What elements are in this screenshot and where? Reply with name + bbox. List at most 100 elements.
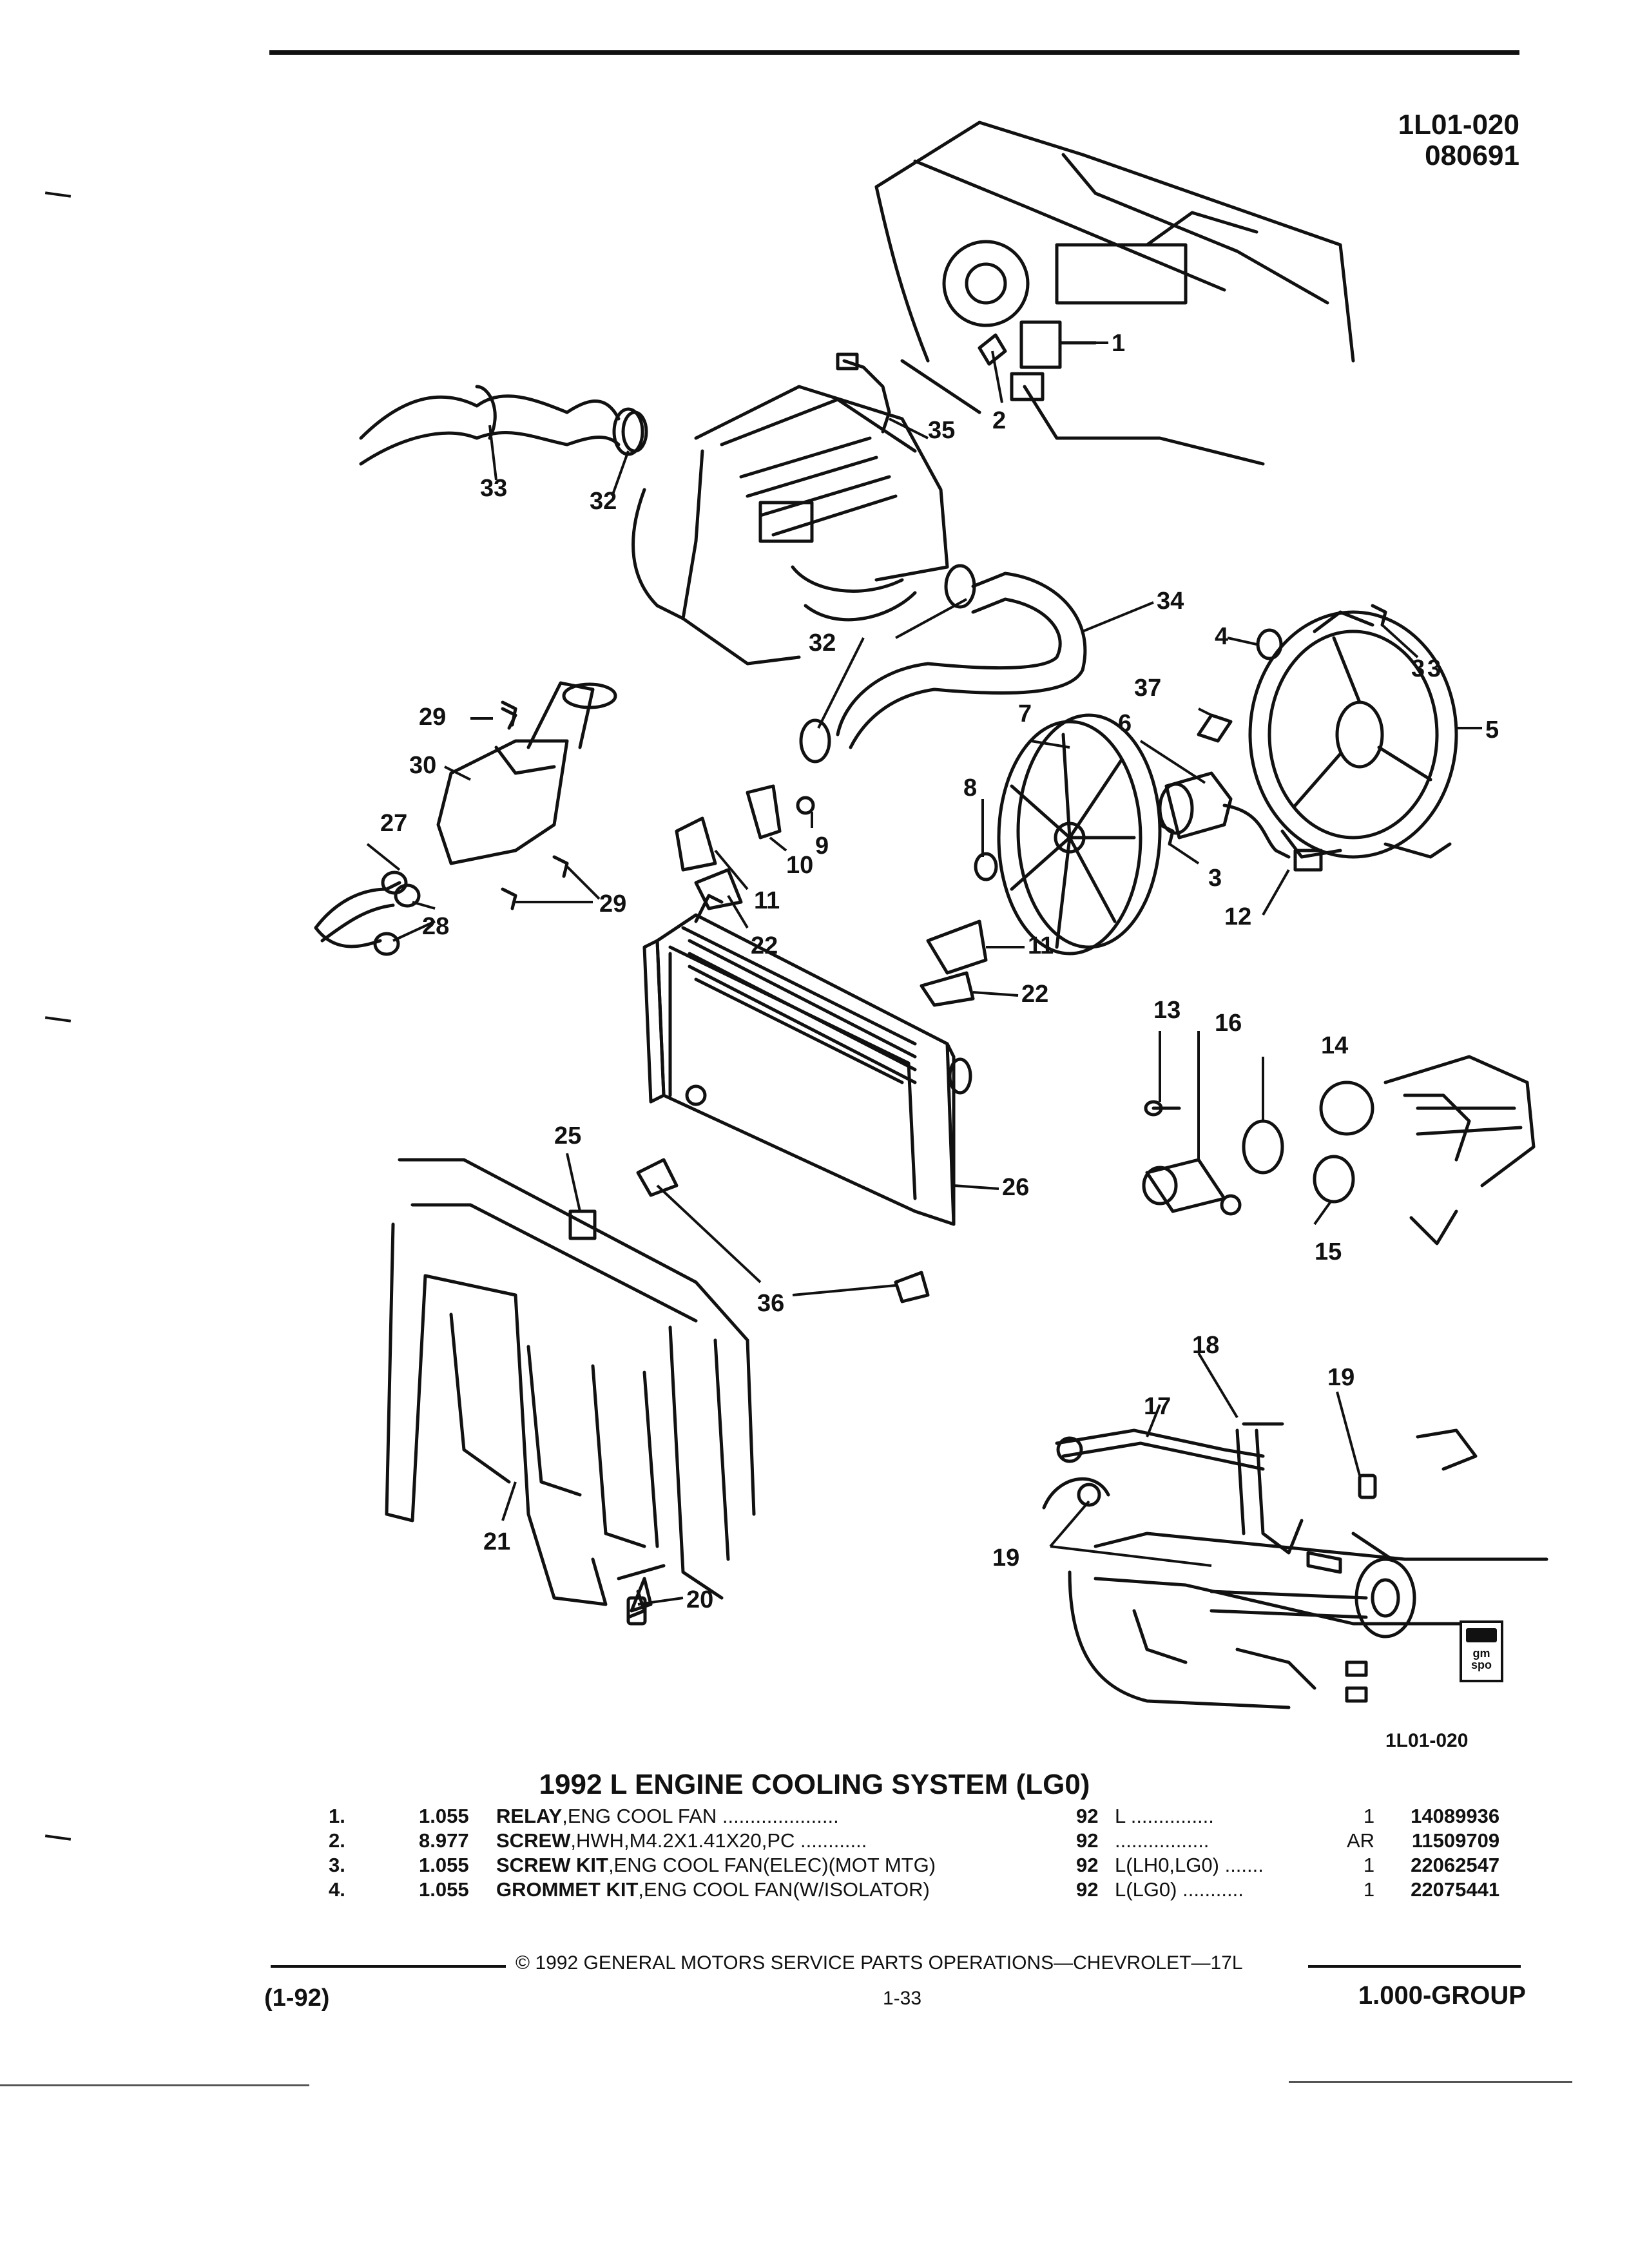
part-year: 92 — [1076, 1854, 1099, 1876]
part-group: 1.055 — [419, 1878, 469, 1901]
part-name: GROMMET KIT — [496, 1878, 639, 1901]
part-leader: ..................... — [717, 1805, 839, 1827]
header-code-block: 1L01-020 080691 — [1398, 110, 1519, 171]
fan-shroud-5 — [1248, 610, 1458, 859]
part-index: 4. — [329, 1878, 345, 1901]
part-application-code: L — [1115, 1805, 1126, 1827]
callout-25: 25 — [554, 1122, 581, 1149]
callout-5: 5 — [1485, 716, 1499, 744]
parts-row: 4. 1.055 GROMMET KIT,ENG COOL FAN(W/ISOLAT… — [329, 1878, 1499, 1902]
callout-19: 19 — [992, 1544, 1019, 1571]
header-date: 080691 — [1425, 140, 1519, 171]
part-name: SCREW — [496, 1829, 571, 1852]
callout-4: 4 — [1215, 623, 1228, 650]
footer-copyright: © 1992 GENERAL MOTORS SERVICE PARTS OPER… — [516, 1952, 1243, 1974]
part-index: 3. — [329, 1854, 345, 1876]
callout-11: 11 — [754, 887, 780, 914]
margin-mark — [44, 1834, 72, 1841]
part-quantity: 1 — [1363, 1854, 1375, 1876]
figure-code: 1L01-020 — [1385, 1730, 1469, 1751]
relay-group — [978, 320, 1097, 401]
right-brackets — [920, 919, 988, 1007]
callout-3: 3 — [1208, 865, 1222, 892]
lower-hose-33 — [799, 564, 1087, 764]
part-detail: ,ENG COOL FAN(W/ISOLATOR) — [638, 1878, 930, 1901]
part-application-code: L(LG0) — [1115, 1878, 1177, 1901]
footer-revision: (1-92) — [264, 1984, 330, 2012]
engine-block — [631, 385, 949, 666]
part-quantity: 1 — [1363, 1878, 1375, 1901]
header-code: 1L01-020 — [1398, 109, 1519, 140]
cooling-system-diagram: 1233345678910111112131415161718191920212… — [314, 120, 1548, 1709]
part-detail: ,ENG COOL FAN(ELEC)(MOT MTG) — [608, 1854, 936, 1876]
part-application-leader: ................. — [1115, 1829, 1210, 1852]
part-quantity: AR — [1347, 1829, 1375, 1852]
callout-6: 6 — [1118, 710, 1132, 737]
fan-blade-7 — [974, 713, 1162, 956]
part-application: ................. — [1115, 1829, 1347, 1853]
footer-rule-left — [271, 1965, 506, 1968]
fan-motor-6 — [1158, 713, 1323, 872]
part-quantity: 1 — [1363, 1805, 1375, 1827]
part-group: 1.055 — [419, 1854, 469, 1876]
part-name: RELAY — [496, 1805, 563, 1827]
callout-32: 32 — [809, 629, 836, 657]
part-description: RELAY,ENG COOL FAN ..................... — [496, 1804, 1076, 1829]
insulators — [568, 1158, 930, 1303]
top-rule — [269, 50, 1519, 55]
callout-37: 37 — [1134, 675, 1161, 702]
callout-27: 27 — [380, 810, 407, 837]
callout-36: 36 — [757, 1290, 784, 1317]
callout-34: 34 — [1157, 588, 1184, 615]
callout-22: 22 — [1021, 981, 1048, 1008]
sensor-35 — [836, 352, 891, 434]
logo-text: gm spo — [1470, 1647, 1492, 1671]
part-number: 14089936 — [1411, 1805, 1500, 1827]
logo-mark — [1466, 1628, 1497, 1642]
part-year: 92 — [1076, 1878, 1099, 1901]
callout-28: 28 — [422, 913, 449, 940]
callout-21: 21 — [483, 1528, 510, 1555]
part-group: 8.977 — [419, 1829, 469, 1852]
part-detail: ,ENG COOL FAN — [562, 1805, 717, 1827]
upper-hose-34 — [359, 385, 648, 466]
callout-30: 30 — [409, 752, 436, 779]
callout-9: 9 — [815, 832, 829, 860]
water-pump-transmission — [1042, 1422, 1548, 1709]
callout-18: 18 — [1192, 1332, 1219, 1359]
radiator-support-21 — [385, 1158, 756, 1613]
thermostat-group — [1142, 1055, 1536, 1245]
callout-14: 14 — [1321, 1032, 1348, 1059]
callout-10: 10 — [786, 852, 813, 879]
part-number: 22075441 — [1411, 1878, 1500, 1901]
part-group: 1.055 — [419, 1805, 469, 1827]
bolt-20 — [626, 1590, 647, 1626]
callout-8: 8 — [963, 774, 977, 802]
callout-29: 29 — [419, 704, 446, 731]
callout-7: 7 — [1018, 700, 1032, 727]
coolant-reservoir-30 — [436, 681, 617, 865]
callout-19: 19 — [1327, 1364, 1354, 1391]
part-application: L(LH0,LG0) ....... — [1115, 1853, 1347, 1878]
part-application-leader: ....... — [1219, 1854, 1264, 1876]
part-application-code: L(LH0,LG0) — [1115, 1854, 1219, 1876]
callout-2: 2 — [992, 407, 1006, 434]
callout-32: 32 — [590, 488, 617, 515]
footer-group: 1.000-GROUP — [1358, 1981, 1526, 2010]
part-name: SCREW KIT — [496, 1854, 608, 1876]
part-application: L ............... — [1115, 1804, 1347, 1829]
fender-area — [874, 120, 1355, 466]
part-description: SCREW,HWH,M4.2X1.41X20,PC ............ — [496, 1829, 1076, 1853]
screws-29 — [501, 700, 569, 910]
part-description: GROMMET KIT,ENG COOL FAN(W/ISOLATOR) — [496, 1878, 1076, 1902]
callout-13: 13 — [1153, 997, 1181, 1024]
callout-29: 29 — [599, 890, 626, 918]
callout-1: 1 — [1112, 330, 1125, 357]
callout-12: 12 — [1224, 903, 1251, 930]
callout-3: 3 — [1411, 655, 1425, 682]
callout-33: 33 — [480, 475, 507, 502]
upper-brackets — [675, 784, 815, 910]
overflow-hose-27 — [314, 870, 421, 956]
